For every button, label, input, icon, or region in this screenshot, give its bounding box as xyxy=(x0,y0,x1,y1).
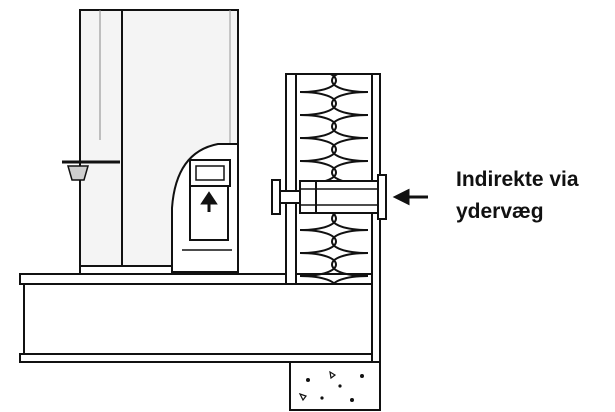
floor-bottom xyxy=(19,353,379,363)
pipe-connector xyxy=(279,190,301,204)
outer-grille xyxy=(377,174,387,220)
inner-cover-plate xyxy=(271,179,281,215)
foundation-aggregate xyxy=(298,392,307,402)
left-arrow-icon xyxy=(392,188,428,206)
foundation-aggregate xyxy=(320,396,324,400)
up-arrow-icon xyxy=(200,191,218,212)
air-intake-pipe xyxy=(271,174,428,220)
wall-inner-leaf xyxy=(285,73,297,285)
stove xyxy=(62,9,239,275)
foundation-aggregate xyxy=(306,378,310,382)
foundation-aggregate xyxy=(360,374,364,378)
foundation-aggregate xyxy=(350,398,354,402)
ash-tray-handle xyxy=(67,165,89,181)
callout-caption: Indirekte via ydervæg xyxy=(456,164,579,228)
caption-line-2: ydervæg xyxy=(456,200,544,223)
outer-wall xyxy=(285,73,381,411)
air-duct xyxy=(189,186,229,241)
wall-insulation xyxy=(295,73,373,285)
caption-line-1: Indirekte via xyxy=(456,168,579,191)
foundation-aggregate xyxy=(338,384,342,388)
wall-sleeve xyxy=(299,180,379,214)
floor-insulation xyxy=(23,283,375,355)
foundation xyxy=(289,361,381,411)
floor-slab xyxy=(19,273,379,363)
air-box-inner xyxy=(195,165,225,181)
foundation-aggregate xyxy=(329,370,337,380)
air-inlet-cutaway xyxy=(171,143,239,273)
